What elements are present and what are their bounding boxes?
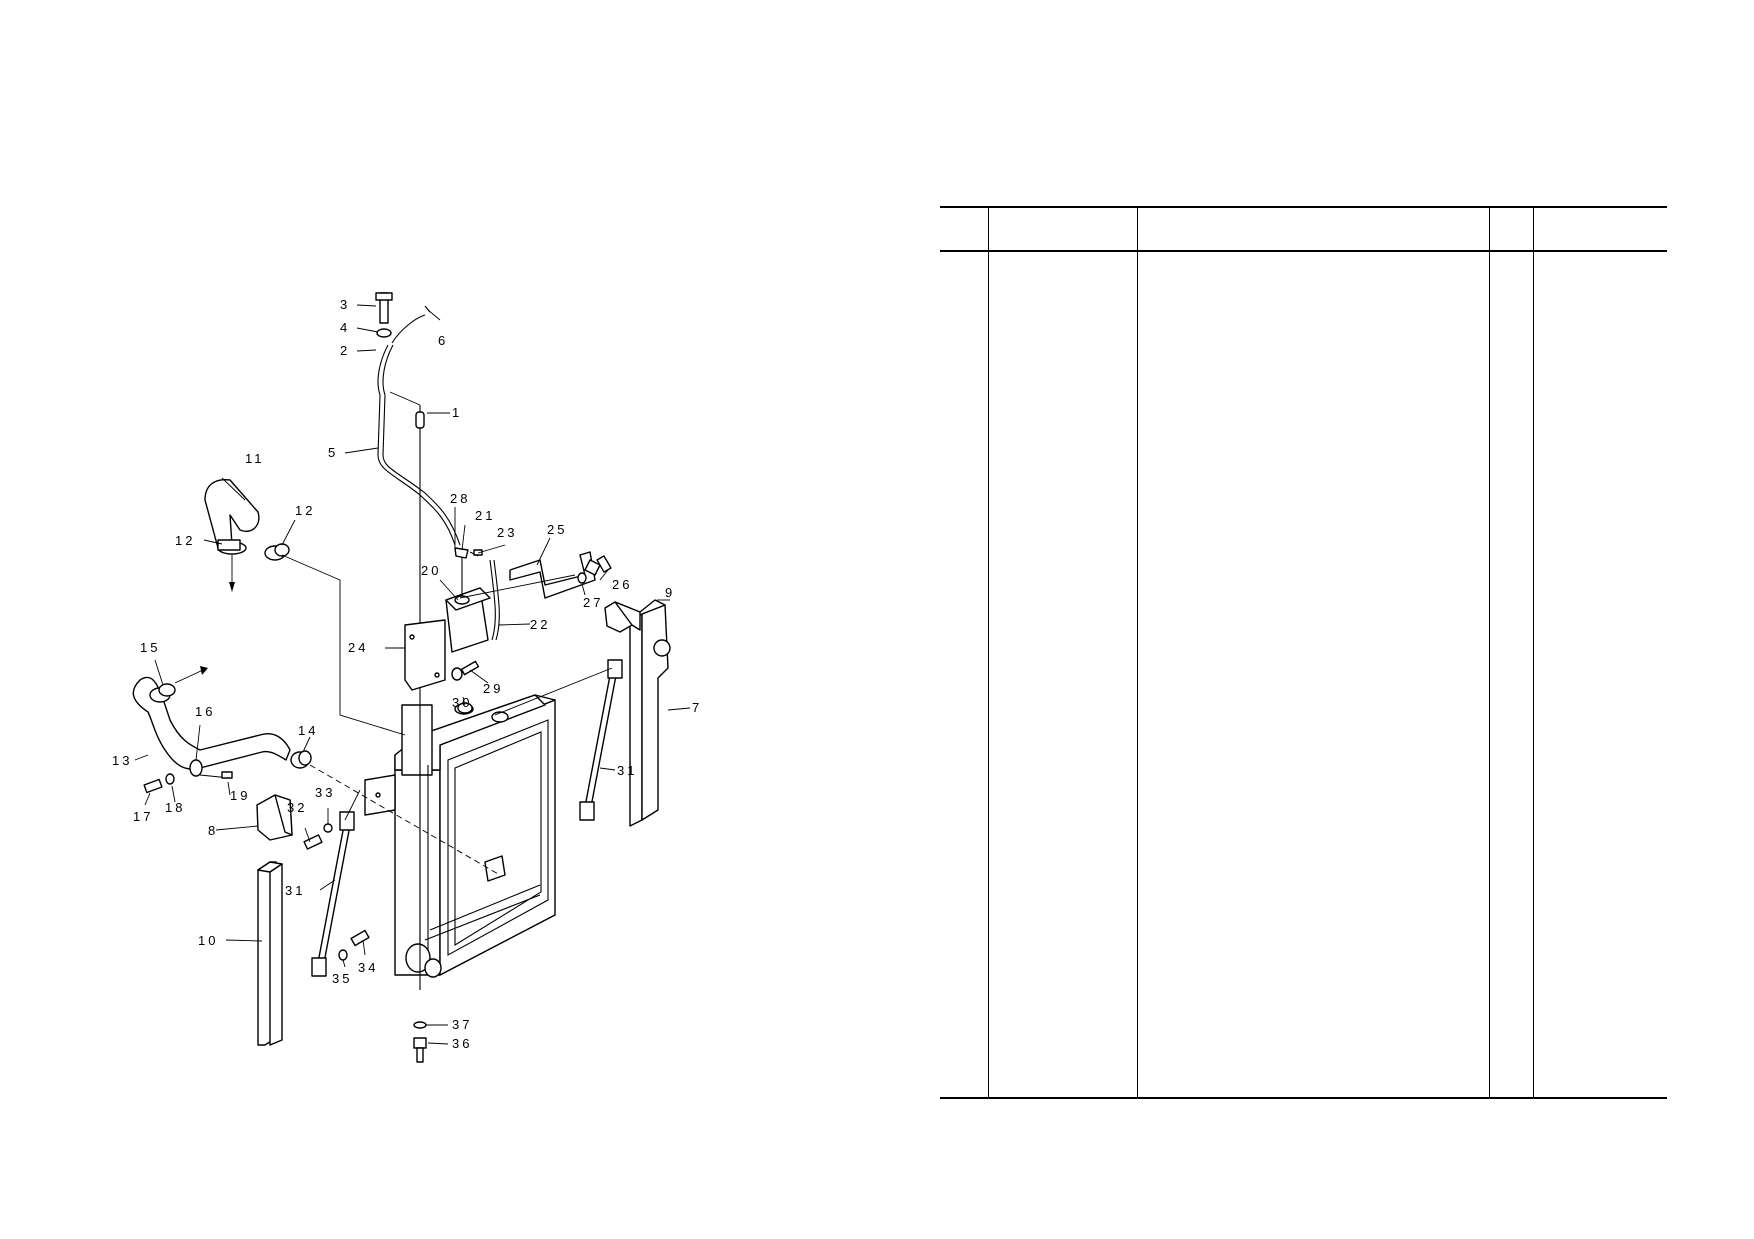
callout-17: 17 [133, 809, 153, 824]
callout-33: 33 [315, 785, 335, 800]
callout-21: 21 [475, 508, 495, 523]
callout-19: 19 [230, 788, 250, 803]
upper-hose-group [204, 478, 406, 736]
column-header [940, 206, 988, 252]
callout-9: 9 [665, 585, 675, 600]
callout-36: 36 [452, 1036, 472, 1051]
exploded-parts-diagram: 1 2 3 4 5 6 7 8 9 10 11 12 12 13 14 15 1… [112, 292, 702, 1063]
callout-7: 7 [692, 700, 702, 715]
side-plates-group [256, 599, 671, 1046]
callout-8: 8 [208, 823, 218, 838]
callout-12a: 12 [295, 503, 315, 518]
callout-25: 25 [547, 522, 567, 537]
callout-leaders [134, 304, 691, 1045]
callout-22: 22 [530, 617, 550, 632]
callout-18: 18 [165, 800, 185, 815]
stay-rods-group [303, 659, 623, 977]
column-header [987, 206, 1137, 252]
callout-16: 16 [195, 704, 215, 719]
callout-24: 24 [348, 640, 368, 655]
callout-12b: 12 [175, 533, 195, 548]
table-cell [940, 251, 988, 1099]
radiator-assembly [364, 694, 556, 978]
callout-15: 15 [140, 640, 160, 655]
callout-10: 10 [198, 933, 218, 948]
callout-31a: 31 [617, 763, 637, 778]
callout-35: 35 [332, 971, 352, 986]
column-header [1488, 206, 1533, 252]
callout-11: 11 [245, 451, 265, 466]
column-header [1532, 206, 1667, 252]
callout-31b: 31 [285, 883, 305, 898]
callout-20: 20 [421, 563, 441, 578]
bottom-fastener-group [413, 1021, 427, 1063]
table-cell [1136, 251, 1489, 1099]
callout-labels: 1 2 3 4 5 6 7 8 9 10 11 12 12 13 14 15 1… [112, 297, 702, 1051]
overflow-pipe-group [375, 292, 461, 546]
column-header [1136, 206, 1489, 252]
callout-23: 23 [497, 525, 517, 540]
lower-hose-group [132, 666, 501, 876]
callout-37: 37 [452, 1017, 472, 1032]
callout-34: 34 [358, 960, 378, 975]
table-cell [1488, 251, 1533, 1099]
reserve-tank-group [404, 547, 500, 714]
callout-30: 30 [452, 695, 472, 710]
table-row [940, 251, 1667, 1099]
callout-5: 5 [328, 445, 338, 460]
callout-32: 32 [287, 800, 307, 815]
parts-list-table [940, 206, 1667, 1099]
callout-14: 14 [298, 723, 318, 738]
callout-4: 4 [340, 320, 350, 335]
callout-13: 13 [112, 753, 132, 768]
callout-26: 26 [612, 577, 632, 592]
callout-27: 27 [583, 595, 603, 610]
table-header-row [940, 206, 1667, 252]
callout-3: 3 [340, 297, 350, 312]
callout-1: 1 [452, 405, 462, 420]
table-cell [987, 251, 1137, 1099]
callout-29: 29 [483, 681, 503, 696]
callout-6: 6 [438, 333, 448, 348]
callout-28: 28 [450, 491, 470, 506]
callout-2: 2 [340, 343, 350, 358]
table-cell [1532, 251, 1667, 1099]
